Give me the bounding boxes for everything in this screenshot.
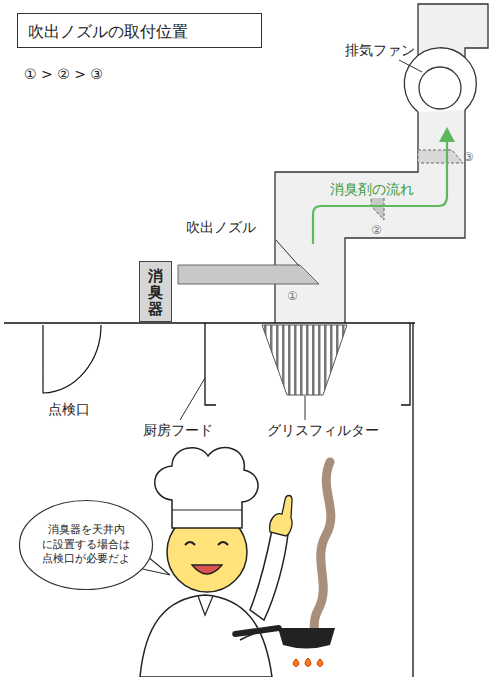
callout-number: ③	[463, 150, 474, 164]
chef-hat	[155, 448, 258, 528]
part-label: 厨房フード	[143, 422, 213, 439]
vertical-text: 消臭器	[148, 268, 163, 318]
speech-bubble: 消臭器を天井内 に設置する場合は 点検口が必要だよ	[18, 499, 154, 591]
hood-outline	[401, 323, 410, 405]
part-label: 吹出ノズル	[186, 219, 256, 236]
bubble-ellipse	[20, 501, 153, 590]
chef-mouth	[192, 565, 222, 574]
leader-line	[399, 60, 422, 72]
leader-line	[180, 378, 205, 420]
flow-label: 消臭剤の流れ	[328, 181, 416, 198]
title-text: 吹出ノズルの取付位置	[28, 22, 188, 43]
fan-rotor	[419, 67, 461, 109]
chef-arm	[250, 530, 288, 620]
frying-pan	[278, 628, 335, 649]
nozzle-pipe	[178, 265, 319, 284]
inspection-door	[43, 325, 101, 393]
chef-hand	[270, 496, 292, 537]
grease-filter	[262, 325, 347, 395]
chef-hat-band	[172, 510, 242, 511]
part-label: 排気ファン	[345, 42, 415, 59]
bubble-text: 消臭器を天井内 に設置する場合は 点検口が必要だよ	[37, 523, 135, 568]
smoke	[312, 462, 331, 640]
hood-outline	[205, 323, 216, 405]
rank-order: ① > ② > ③	[24, 66, 103, 83]
fan-housing	[404, 48, 476, 112]
callout-number: ②	[371, 223, 382, 237]
gas-flame	[293, 658, 323, 667]
flow-line	[313, 140, 447, 244]
leader-line	[305, 396, 306, 420]
pan-handle	[232, 625, 282, 638]
title-box: 吹出ノズルの取付位置	[17, 13, 262, 48]
flow-arrowhead	[439, 127, 455, 142]
ceiling-line	[4, 322, 415, 324]
deodorizer-box: 消臭器	[139, 261, 172, 323]
callout-number: ①	[285, 289, 300, 303]
part-label: グリスフィルター	[267, 422, 379, 439]
part-label: 点検口	[48, 401, 90, 418]
wall-line	[412, 323, 413, 677]
leader-line	[276, 240, 299, 266]
nozzle-alt-position	[418, 150, 463, 163]
chef-collar	[198, 596, 213, 615]
chef-eyes	[185, 542, 228, 545]
